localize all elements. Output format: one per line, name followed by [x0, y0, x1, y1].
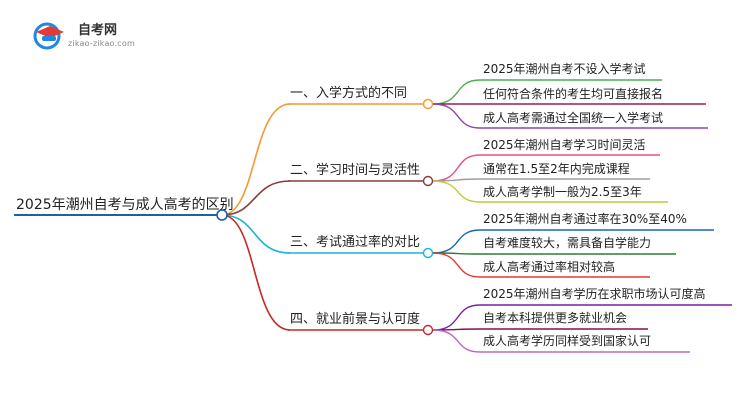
leaf-text: 2025年潮州自考学习时间灵活: [483, 138, 646, 152]
leaf-text: 成人高考学制一般为2.5至3年: [483, 185, 642, 199]
branch-connector: [221, 103, 291, 216]
leaf-text: 通常在1.5至2年内完成课程: [483, 162, 630, 176]
leaf-text: 2025年潮州自考学历在求职市场认可度高: [483, 287, 706, 301]
branch-career: 四、就业前景与认可度: [290, 312, 421, 327]
root-node-dot: [216, 209, 228, 221]
logo-url: zikao-zikao.com: [68, 39, 135, 48]
mindmap-root: 2025年潮州自考与成人高考的区别: [16, 197, 234, 213]
logo-title: 自考网: [78, 23, 118, 38]
leaf-connector: [432, 304, 481, 331]
branch-node-dot: [422, 175, 434, 187]
leaf-text: 2025年潮州自考不设入学考试: [483, 62, 646, 76]
leaf-connector: [432, 180, 481, 203]
leaf-text: 自考难度较大，需具备自学能力: [483, 236, 652, 250]
leaf-text: 2025年潮州自考通过率在30%至40%: [483, 212, 687, 226]
leaf-text: 成人高考通过率相对较高: [483, 260, 616, 274]
site-logo[interactable]: 自考网 zikao-zikao.com: [30, 15, 140, 55]
branch-node-dot: [422, 247, 434, 259]
leaf-connector: [432, 329, 481, 353]
leaf-connector: [432, 229, 481, 254]
leaf-text: 自考本科提供更多就业机会: [483, 311, 628, 325]
graduation-cap-icon: [33, 22, 64, 50]
branch-admission: 一、入学方式的不同: [290, 86, 408, 101]
branch-connector: [221, 214, 291, 254]
branch-pass-rate: 三、考试通过率的对比: [290, 235, 421, 250]
leaf-connector: [432, 103, 481, 129]
branch-node-dot: [422, 98, 434, 110]
branch-node-dot: [422, 324, 434, 336]
branch-connector: [221, 214, 291, 331]
leaf-text: 成人高考学历同样受到国家认可: [483, 334, 652, 348]
leaf-connector: [432, 79, 481, 105]
branch-connector: [221, 180, 291, 216]
branch-study-time: 二、学习时间与灵活性: [290, 163, 421, 178]
leaf-connector: [432, 252, 481, 278]
leaf-connector: [432, 154, 481, 182]
leaf-text: 任何符合条件的考生均可直接报名: [483, 87, 664, 101]
leaf-text: 成人高考需通过全国统一入学考试: [483, 111, 664, 125]
